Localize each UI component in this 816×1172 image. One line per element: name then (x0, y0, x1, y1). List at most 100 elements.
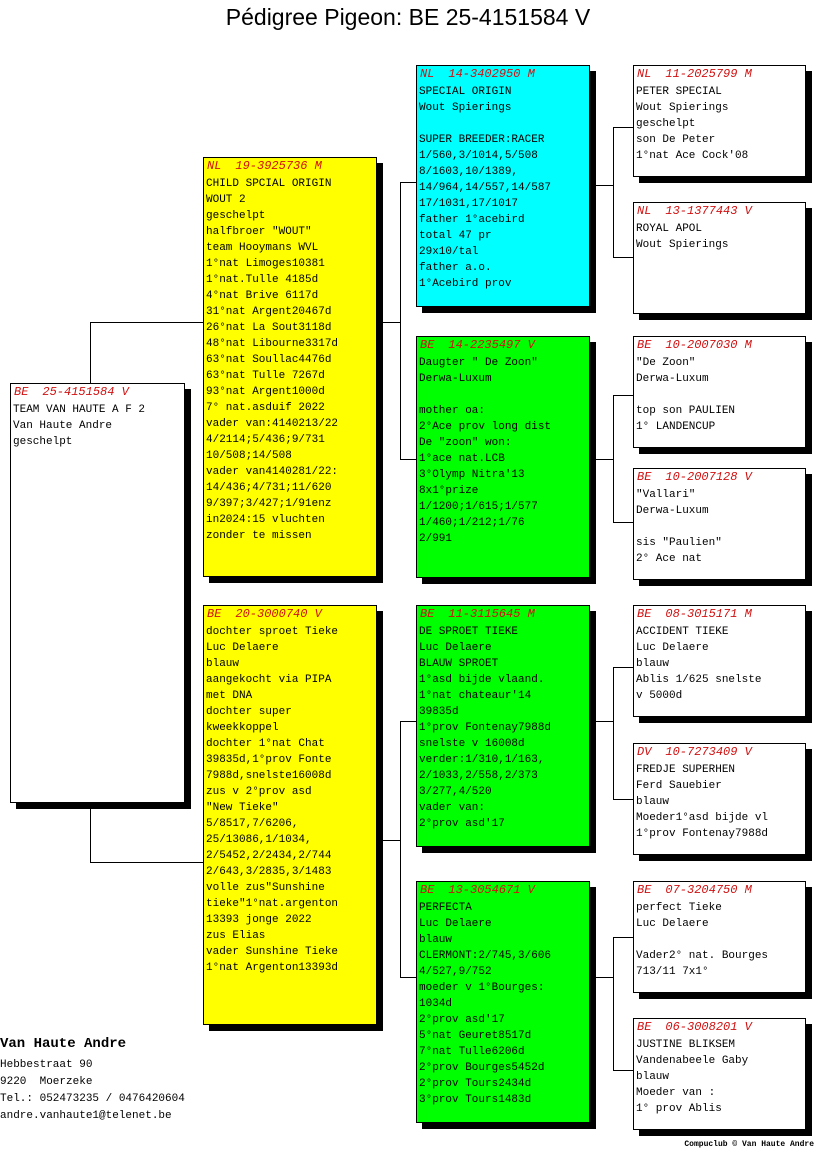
pigeon-info-line: 1° LANDENCUP (636, 421, 716, 433)
pigeon-info-line: 10/508;14/508 (206, 450, 292, 462)
pigeon-info-line: geschelpt (206, 210, 266, 222)
pigeon-info-line: Luc Delaere (419, 918, 492, 930)
ring-code: 14-3402950 M (448, 67, 535, 81)
pigeon-info-line: moeder v 1°Bourges: (419, 982, 545, 994)
pigeon-info-line: Ferd Sauebier (636, 780, 722, 792)
pigeon-info-line: 2°prov Bourges5452d (419, 1062, 545, 1074)
pigeon-info-line: 1°nat.Tulle 4185d (206, 274, 319, 286)
pigeon-info-line: blauw (206, 658, 240, 670)
pigeon-info-line: JUSTINE BLIKSEM (636, 1039, 736, 1051)
pigeon-info-line: 1034d (419, 998, 453, 1010)
owner-block: Van Haute Andre Hebbestraat 90 9220 Moer… (0, 1035, 185, 1125)
country-code: BE (420, 607, 435, 621)
country-code: NL (207, 159, 222, 173)
pigeon-info-line: sis "Paulien" (636, 537, 722, 549)
pigeon-info-line: 1/560,3/1014,5/508 (419, 150, 538, 162)
pigeon-info-line: top son PAULIEN (636, 405, 736, 417)
pigeon-info-line: Derwa-Luxum (636, 373, 709, 385)
pigeon-info-line: 2/991 (419, 533, 453, 545)
connector-line (589, 185, 614, 186)
owner-email[interactable]: andre.vanhaute1@telenet.be (0, 1110, 172, 1122)
pigeon-info-line: blauw (636, 796, 670, 808)
pigeon-info-line: 1°nat chateaur'14 (419, 690, 532, 702)
pigeon-info-line: BLAUW SPROET (419, 658, 499, 670)
country-code: BE (637, 1020, 652, 1034)
connector-line (613, 1070, 634, 1071)
owner-name: Van Haute Andre (0, 1036, 127, 1052)
footer-credit: Compuclub © Van Haute Andre (684, 1140, 814, 1149)
country-code: NL (420, 67, 435, 81)
pigeon-info-line: vader Sunshine Tieke (206, 946, 339, 958)
pigeon-info-line: TEAM VAN HAUTE A F 2 (13, 404, 146, 416)
pigeon-info-line: blauw (419, 934, 453, 946)
pigeon-info-line: blauw (636, 658, 670, 670)
pigeon-info-line: Luc Delaere (419, 642, 492, 654)
pigeon-info-line: 8x1°prize (419, 485, 479, 497)
connector-line (613, 667, 614, 800)
pigeon-info-line: 26°nat La Sout3118d (206, 322, 332, 334)
owner-phone: Tel.: 052473235 / 0476420604 (0, 1093, 185, 1105)
pigeon-info-line: verder:1/310,1/163, (419, 754, 545, 766)
connector-line (376, 322, 401, 323)
pigeon-info-line: DE SPROET TIEKE (419, 626, 519, 638)
pigeon-info-line (417, 116, 589, 132)
pigeon-info-line: 1°asd bijde vlaand. (419, 674, 545, 686)
country-code: BE (637, 883, 652, 897)
pigeon-info-line: Wout Spierings (636, 239, 729, 251)
pigeon-info-line: CHILD SPCIAL ORIGIN (206, 178, 332, 190)
pigeon-info-line: Luc Delaere (206, 642, 279, 654)
pigeon-info-line: Derwa-Luxum (419, 373, 492, 385)
pigeon-info-line: 48°nat Libourne3317d (206, 338, 339, 350)
pigeon-info-line: 5°nat Geuret8517d (419, 1030, 532, 1042)
page-title: Pédigree Pigeon: BE 25-4151584 V (225, 4, 591, 30)
pigeon-info-line: 5/8517,7/6206, (206, 818, 299, 830)
pigeon-info-line: dochter 1°nat Chat (206, 738, 325, 750)
pigeon-info-line: 2/1033,2/558,2/373 (419, 770, 538, 782)
ring-code: 13-3054671 V (448, 883, 535, 897)
pigeon-info-line: 3°Olymp Nitra'13 (419, 469, 525, 481)
connector-line (90, 862, 204, 863)
pigeon-info-line: 2/643,3/2835,3/1483 (206, 866, 332, 878)
pigeon-info-line: v 5000d (636, 690, 683, 702)
pigeon-info-line: 713/11 7x1° (636, 966, 709, 978)
connector-line (400, 721, 417, 722)
connector-line (90, 322, 91, 383)
pigeon-info-line: CLERMONT:2/745,3/606 (419, 950, 552, 962)
pigeon-info-line: 3°prov Tours1483d (419, 1094, 532, 1106)
country-code: NL (637, 204, 652, 218)
connector-line (400, 459, 417, 460)
connector-line (400, 977, 417, 978)
pigeon-info-line: Daugter " De Zoon" (419, 357, 538, 369)
connector-line (90, 322, 204, 323)
pigeon-info-line: 7°nat Tulle6206d (419, 1046, 525, 1058)
ring-code: 10-7273409 V (665, 745, 752, 759)
connector-line (613, 799, 634, 800)
pigeon-info-line: 29x10/tal (419, 246, 479, 258)
pigeon-info-line: Ablis 1/625 snelste (636, 674, 762, 686)
connector-line (400, 182, 417, 183)
pigeon-info-line: 1/460;1/212;1/76 (419, 517, 525, 529)
pigeon-info-line: ROYAL APOL (636, 223, 703, 235)
country-code: NL (637, 67, 652, 81)
connector-line (613, 522, 634, 523)
connector-line (400, 721, 401, 978)
pigeon-info-line (634, 387, 805, 403)
pigeon-info-line: vader van: (419, 802, 486, 814)
pigeon-info-line: 13393 jonge 2022 (206, 914, 312, 926)
pigeon-info-line (634, 932, 805, 948)
pigeon-info-line: Moeder van : (636, 1087, 716, 1099)
pigeon-info-line: blauw (636, 1071, 670, 1083)
country-code: BE (207, 607, 222, 621)
pigeon-info-line (634, 519, 805, 535)
pigeon-info-line: Van Haute Andre (13, 420, 113, 432)
